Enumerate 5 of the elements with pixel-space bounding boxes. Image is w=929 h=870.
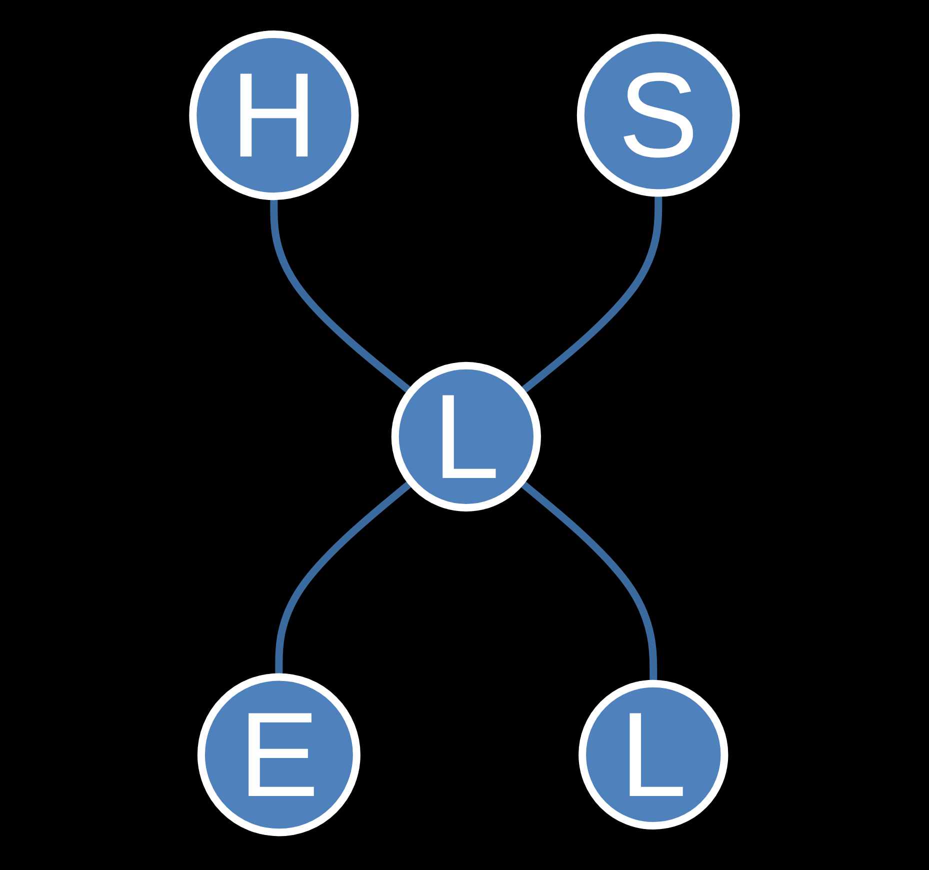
node-circle: L	[578, 680, 728, 830]
node-circle: E	[197, 673, 360, 836]
node-circle: L	[391, 362, 541, 512]
node-circle: S	[576, 34, 740, 197]
node-circle: H	[189, 30, 359, 200]
